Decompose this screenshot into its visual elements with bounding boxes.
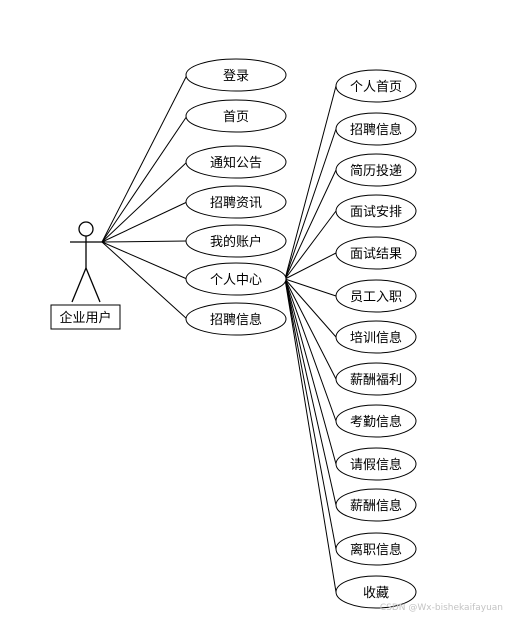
connector-r11 (284, 278, 337, 550)
actor-head (78, 221, 94, 237)
connector-home (101, 115, 188, 243)
right-use-case-8: 考勤信息 (335, 404, 417, 438)
center-connectors (284, 85, 337, 593)
left-use-case-0: 登录 (185, 58, 287, 92)
use-case-label: 请假信息 (350, 457, 402, 473)
use-case-label: 离职信息 (350, 542, 402, 558)
actor-label: 企业用户 (59, 310, 111, 326)
use-case-ellipse (335, 153, 417, 187)
use-case-label: 收藏 (363, 586, 389, 601)
connector-r0 (284, 85, 337, 280)
use-case-ellipse (335, 112, 417, 146)
use-case-ellipse (335, 488, 417, 522)
connector-recruit-info (101, 241, 188, 320)
connector-r5 (284, 278, 337, 297)
actor: 企业用户 (50, 221, 121, 330)
use-case-label: 薪酬信息 (350, 498, 402, 514)
use-case-ellipse (185, 145, 287, 179)
use-case-ellipse (185, 262, 287, 296)
connector-personal-center (101, 241, 188, 280)
connector-r9 (284, 278, 337, 465)
use-case-ellipse (185, 185, 287, 219)
right-use-case-1: 招聘信息 (335, 112, 417, 146)
use-case-label: 简历投递 (350, 163, 402, 179)
use-case-ellipse (335, 194, 417, 228)
use-case-ellipse (185, 224, 287, 258)
use-case-label: 培训信息 (350, 330, 402, 346)
left-use-case-4: 我的账户 (185, 224, 287, 258)
use-case-label: 登录 (223, 69, 249, 84)
connector-notice (101, 161, 188, 243)
use-case-label: 薪酬福利 (350, 373, 402, 388)
right-use-case-10: 薪酬信息 (335, 488, 417, 522)
connector-login (101, 74, 188, 243)
right-use-case-9: 请假信息 (335, 447, 417, 481)
use-case-ellipse (335, 236, 417, 270)
right-use-case-4: 面试结果 (335, 236, 417, 270)
left-use-case-3: 招聘资讯 (185, 185, 287, 219)
use-case-ellipse (335, 362, 417, 396)
use-case-ellipse (335, 575, 417, 609)
right-use-case-6: 培训信息 (335, 320, 417, 354)
watermark: CSDN @Wx-bishekaifayuan (380, 603, 503, 613)
connector-news (101, 201, 188, 243)
connector-r1 (284, 128, 337, 280)
connector-r3 (284, 210, 337, 280)
use-case-ellipse (335, 279, 417, 313)
use-case-label: 招聘信息 (350, 122, 402, 138)
use-case-ellipse (185, 302, 287, 336)
connector-r6 (284, 278, 337, 338)
use-case-label: 首页 (223, 110, 249, 125)
use-case-label: 招聘信息 (210, 312, 262, 328)
connector-r8 (284, 278, 337, 422)
right-use-case-2: 简历投递 (335, 153, 417, 187)
use-case-label: 员工入职 (350, 290, 402, 305)
left-use-case-1: 首页 (185, 99, 287, 133)
use-case-ellipse (335, 447, 417, 481)
use-case-ellipse (185, 58, 287, 92)
actor-connectors (101, 74, 188, 320)
use-case-label: 个人中心 (210, 273, 262, 288)
left-use-case-2: 通知公告 (185, 145, 287, 179)
use-case-label: 通知公告 (210, 155, 262, 171)
use-case-label: 我的账户 (210, 234, 262, 250)
use-case-ellipse (335, 404, 417, 438)
actor-label-box (50, 304, 121, 330)
right-use-case-5: 员工入职 (335, 279, 417, 313)
actor-left-leg (71, 267, 87, 303)
use-case-label: 招聘资讯 (210, 196, 262, 211)
left-use-case-5: 个人中心 (185, 262, 287, 296)
use-case-ellipse (335, 320, 417, 354)
right-use-case-7: 薪酬福利 (335, 362, 417, 396)
right-use-case-11: 离职信息 (335, 532, 417, 566)
left-use-case-6: 招聘信息 (185, 302, 287, 336)
use-case-label: 面试结果 (350, 247, 402, 262)
connector-r7 (284, 278, 337, 380)
right-use-case-12: 收藏 (335, 575, 417, 609)
use-case-ellipse (335, 532, 417, 566)
connector-r12 (284, 278, 337, 593)
right-use-case-0: 个人首页 (335, 69, 417, 103)
connector-r10 (284, 278, 337, 506)
connector-r4 (284, 252, 337, 280)
use-case-label: 个人首页 (350, 80, 402, 95)
actor-right-leg (85, 267, 101, 303)
use-case-ellipse (335, 69, 417, 103)
connector-account (101, 240, 188, 243)
use-case-ellipse (185, 99, 287, 133)
connector-r2 (284, 169, 337, 280)
use-case-label: 考勤信息 (350, 414, 402, 430)
right-use-case-3: 面试安排 (335, 194, 417, 228)
use-case-label: 面试安排 (350, 205, 402, 220)
